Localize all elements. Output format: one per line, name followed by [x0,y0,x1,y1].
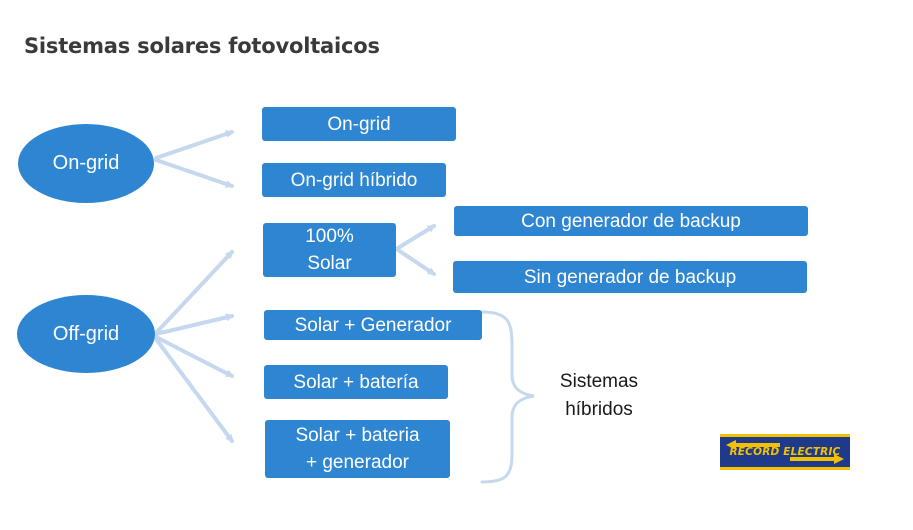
on-grid-node: On-grid [262,107,456,141]
solar-bateria-gen-line2: + generador [305,452,409,473]
hybrid-systems-label: Sistemas híbridos [540,368,658,424]
arrow-on-grid-hibrido [154,158,234,188]
logo-text: RECORD ELECTRIC [729,446,841,458]
solar-100-node: 100% Solar [263,223,396,277]
off-grid-root-node: Off-grid [17,295,155,373]
solar-bateria-generador-node: Solar + bateria + generador [265,420,450,478]
arrow-on-grid [154,130,234,160]
solar-generador-node: Solar + Generador [264,310,482,340]
hybrid-label-line1: Sistemas [559,371,639,392]
on-grid-hibrido-node: On-grid híbrido [262,163,446,197]
record-electric-logo: RECORD ELECTRIC [720,434,850,470]
solar-bateria-gen-line1: Solar + bateria [295,425,420,446]
sin-generador-node: Sin generador de backup [453,261,807,293]
hybrid-brace [480,310,535,484]
arrow-100-solar [154,250,234,335]
con-generador-node: Con generador de backup [454,206,808,236]
logo-arrows-graphic [726,440,844,464]
arrow-solar-bateria [154,335,234,378]
solar-100-line2: Solar [307,253,352,274]
arrow-solar-generador [154,313,234,336]
on-grid-root-node: On-grid [18,124,154,203]
solar-100-line1: 100% [305,226,354,247]
solar-bateria-node: Solar + batería [264,365,448,399]
page-title: Sistemas solares fotovoltaicos [24,34,380,58]
arrow-solar-bateria-generador [154,337,234,443]
hybrid-label-line2: híbridos [565,399,633,420]
arrow-sin-generador [396,248,436,276]
arrow-con-generador [396,224,436,250]
